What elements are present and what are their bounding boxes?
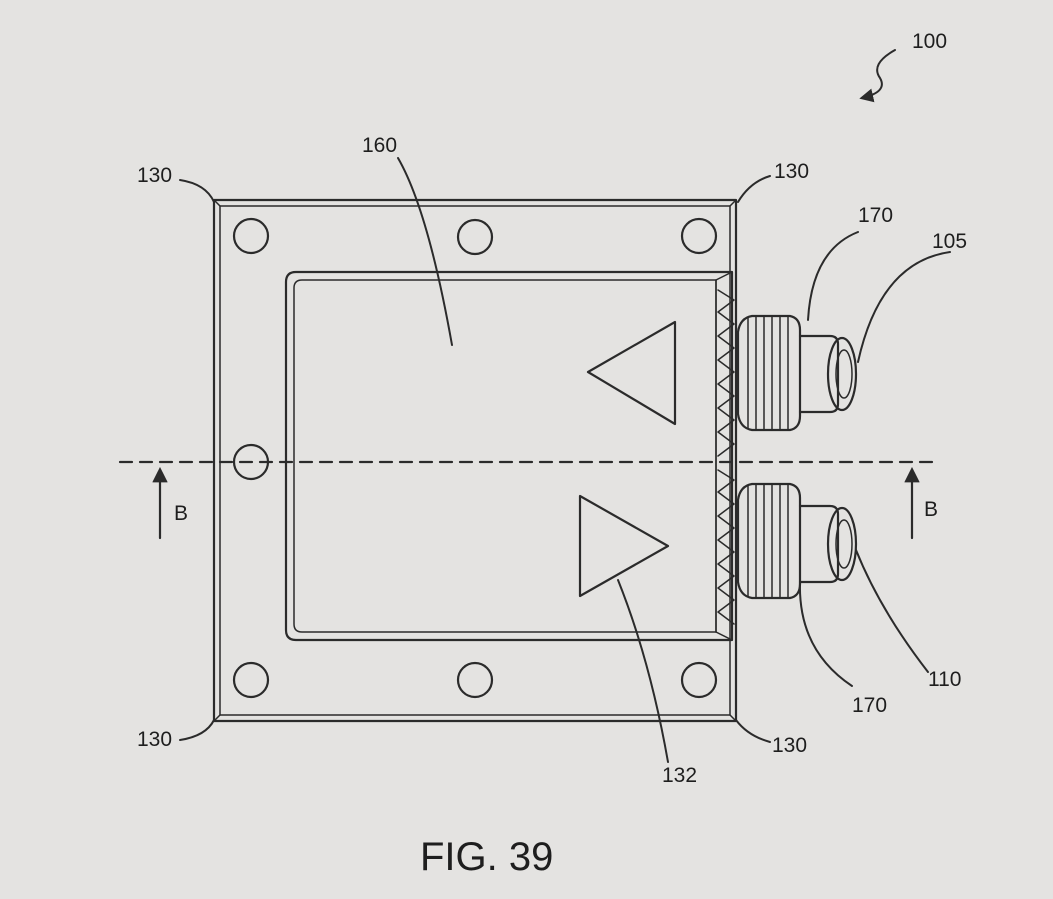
section-label-right: B [924,498,938,521]
ref-hole-bottom-left: 130 [137,728,172,751]
figure-caption: FIG. 39 [420,835,553,879]
reference-numerals: 100 160 130 130 130 130 170 105 170 110 … [137,30,967,787]
hole-top-left [232,217,270,255]
hole-bottom-right [680,661,718,699]
mounting-holes [232,217,718,699]
connector-top [736,314,858,432]
hole-top-center [456,218,494,256]
cover-panel [284,270,734,642]
hole-bottom-left [232,661,270,699]
hole-bottom-center [456,661,494,699]
ref-port-bottom: 110 [928,668,961,691]
triangle-pointing-right [578,494,670,598]
connector-bottom [736,482,858,600]
ref-hole-bottom-right: 130 [772,734,807,757]
leader-lines [179,49,951,763]
triangle-pointing-left [586,320,677,426]
ref-connector-top: 170 [858,204,893,227]
ref-port-top: 105 [932,230,967,253]
direction-triangles [578,320,677,598]
ref-hole-top-left: 130 [137,164,172,187]
ref-cover: 160 [362,134,397,157]
ref-device: 100 [912,30,947,53]
ref-hole-top-right: 130 [774,160,809,183]
section-line: B B [118,460,938,540]
ref-connector-bottom: 170 [852,694,887,717]
ref-direction-arrow: 132 [662,764,697,787]
serrated-edge [717,289,735,625]
hole-top-right [680,217,718,255]
section-label-left: B [174,502,188,525]
housing [212,198,738,723]
